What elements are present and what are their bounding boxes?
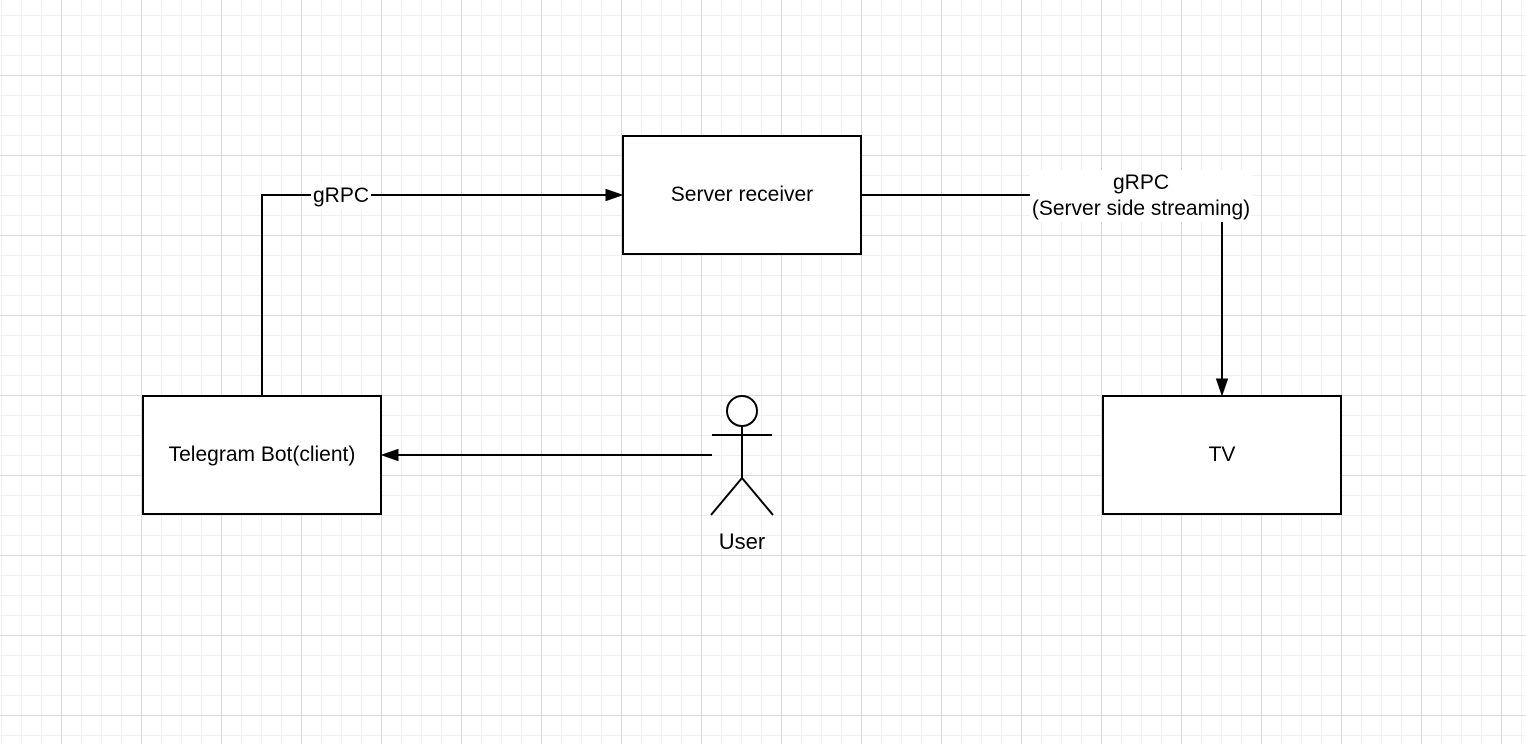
user-actor-figure[interactable] (710, 395, 774, 516)
arrowhead-down-icon (1215, 378, 1229, 397)
edge-bot-to-server[interactable] (261, 188, 624, 396)
edge-label-grpc-streaming-line1: gRPC (1112, 171, 1170, 194)
arrowhead-right-icon (605, 188, 624, 202)
edge-label-grpc-streaming[interactable]: gRPC (Server side streaming) (1029, 170, 1253, 222)
actor-head (726, 395, 758, 427)
edge-server-to-tv-line[interactable] (862, 194, 1223, 380)
actor-left-leg (710, 477, 743, 516)
node-telegram-bot-label: Telegram Bot(client) (168, 443, 356, 466)
edge-label-grpc[interactable]: gRPC (310, 183, 372, 209)
edge-user-to-bot[interactable] (380, 448, 712, 462)
node-tv-label: TV (1208, 443, 1236, 466)
arrowhead-left-icon (380, 448, 399, 462)
node-tv[interactable]: TV (1102, 395, 1342, 515)
edge-server-to-tv[interactable] (862, 194, 1229, 397)
node-server-receiver[interactable]: Server receiver (622, 135, 862, 255)
edge-bot-to-server-line[interactable] (261, 194, 607, 395)
node-telegram-bot[interactable]: Telegram Bot(client) (142, 395, 382, 515)
user-actor-label: User (718, 529, 766, 554)
edge-label-grpc-streaming-line2: (Server side streaming) (1031, 197, 1251, 220)
node-server-receiver-label: Server receiver (670, 183, 814, 206)
actor-right-leg (741, 477, 774, 516)
